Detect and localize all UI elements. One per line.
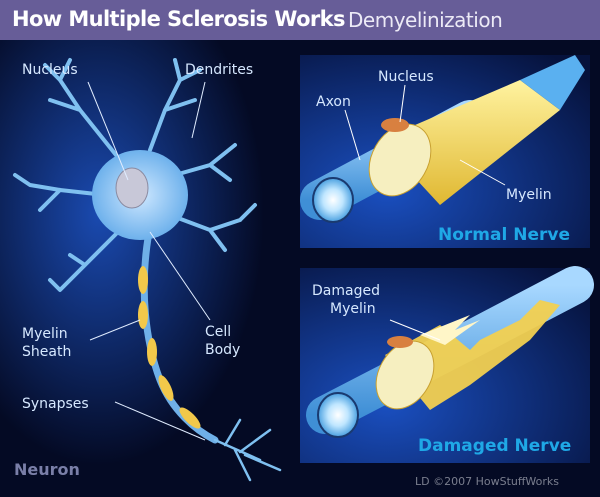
- label-dendrites: Dendrites: [185, 62, 253, 78]
- copyright-credit: LD ©2007 HowStuffWorks: [415, 475, 560, 488]
- normal-nerve-caption: Normal Nerve: [438, 225, 570, 245]
- normal-nerve-panel: Axon Nucleus Myelin Normal Nerve: [300, 55, 590, 248]
- neuron-leader-lines: [87, 81, 211, 441]
- label-damaged-myelin-line2: Myelin: [330, 301, 376, 317]
- label-cell-body-line2: Body: [205, 342, 240, 358]
- label-cell-body-line1: Cell: [205, 324, 231, 340]
- neuron-background: [0, 40, 300, 497]
- cell-nucleus: [115, 167, 149, 209]
- label-nucleus: Nucleus: [22, 62, 78, 78]
- label-myelin: Myelin: [506, 187, 552, 203]
- header-bar: How Multiple Sclerosis Works Demyeliniza…: [0, 0, 600, 40]
- damaged-nerve-caption: Damaged Nerve: [418, 436, 571, 456]
- label-axon: Axon: [316, 94, 351, 110]
- label-synapses: Synapses: [22, 396, 89, 412]
- damaged-nerve-panel: Damaged Myelin Damaged Nerve: [300, 266, 594, 463]
- label-normal-nucleus: Nucleus: [378, 69, 434, 85]
- label-myelin-sheath-line2: Sheath: [22, 344, 71, 360]
- neuron-caption: Neuron: [14, 460, 80, 479]
- page-subtitle: Demyelinization: [348, 8, 503, 32]
- page-title: How Multiple Sclerosis Works: [12, 7, 346, 31]
- myelin-segments: [138, 266, 201, 429]
- label-damaged-myelin-line1: Damaged: [312, 283, 380, 299]
- label-myelin-sheath-line1: Myelin: [22, 326, 68, 342]
